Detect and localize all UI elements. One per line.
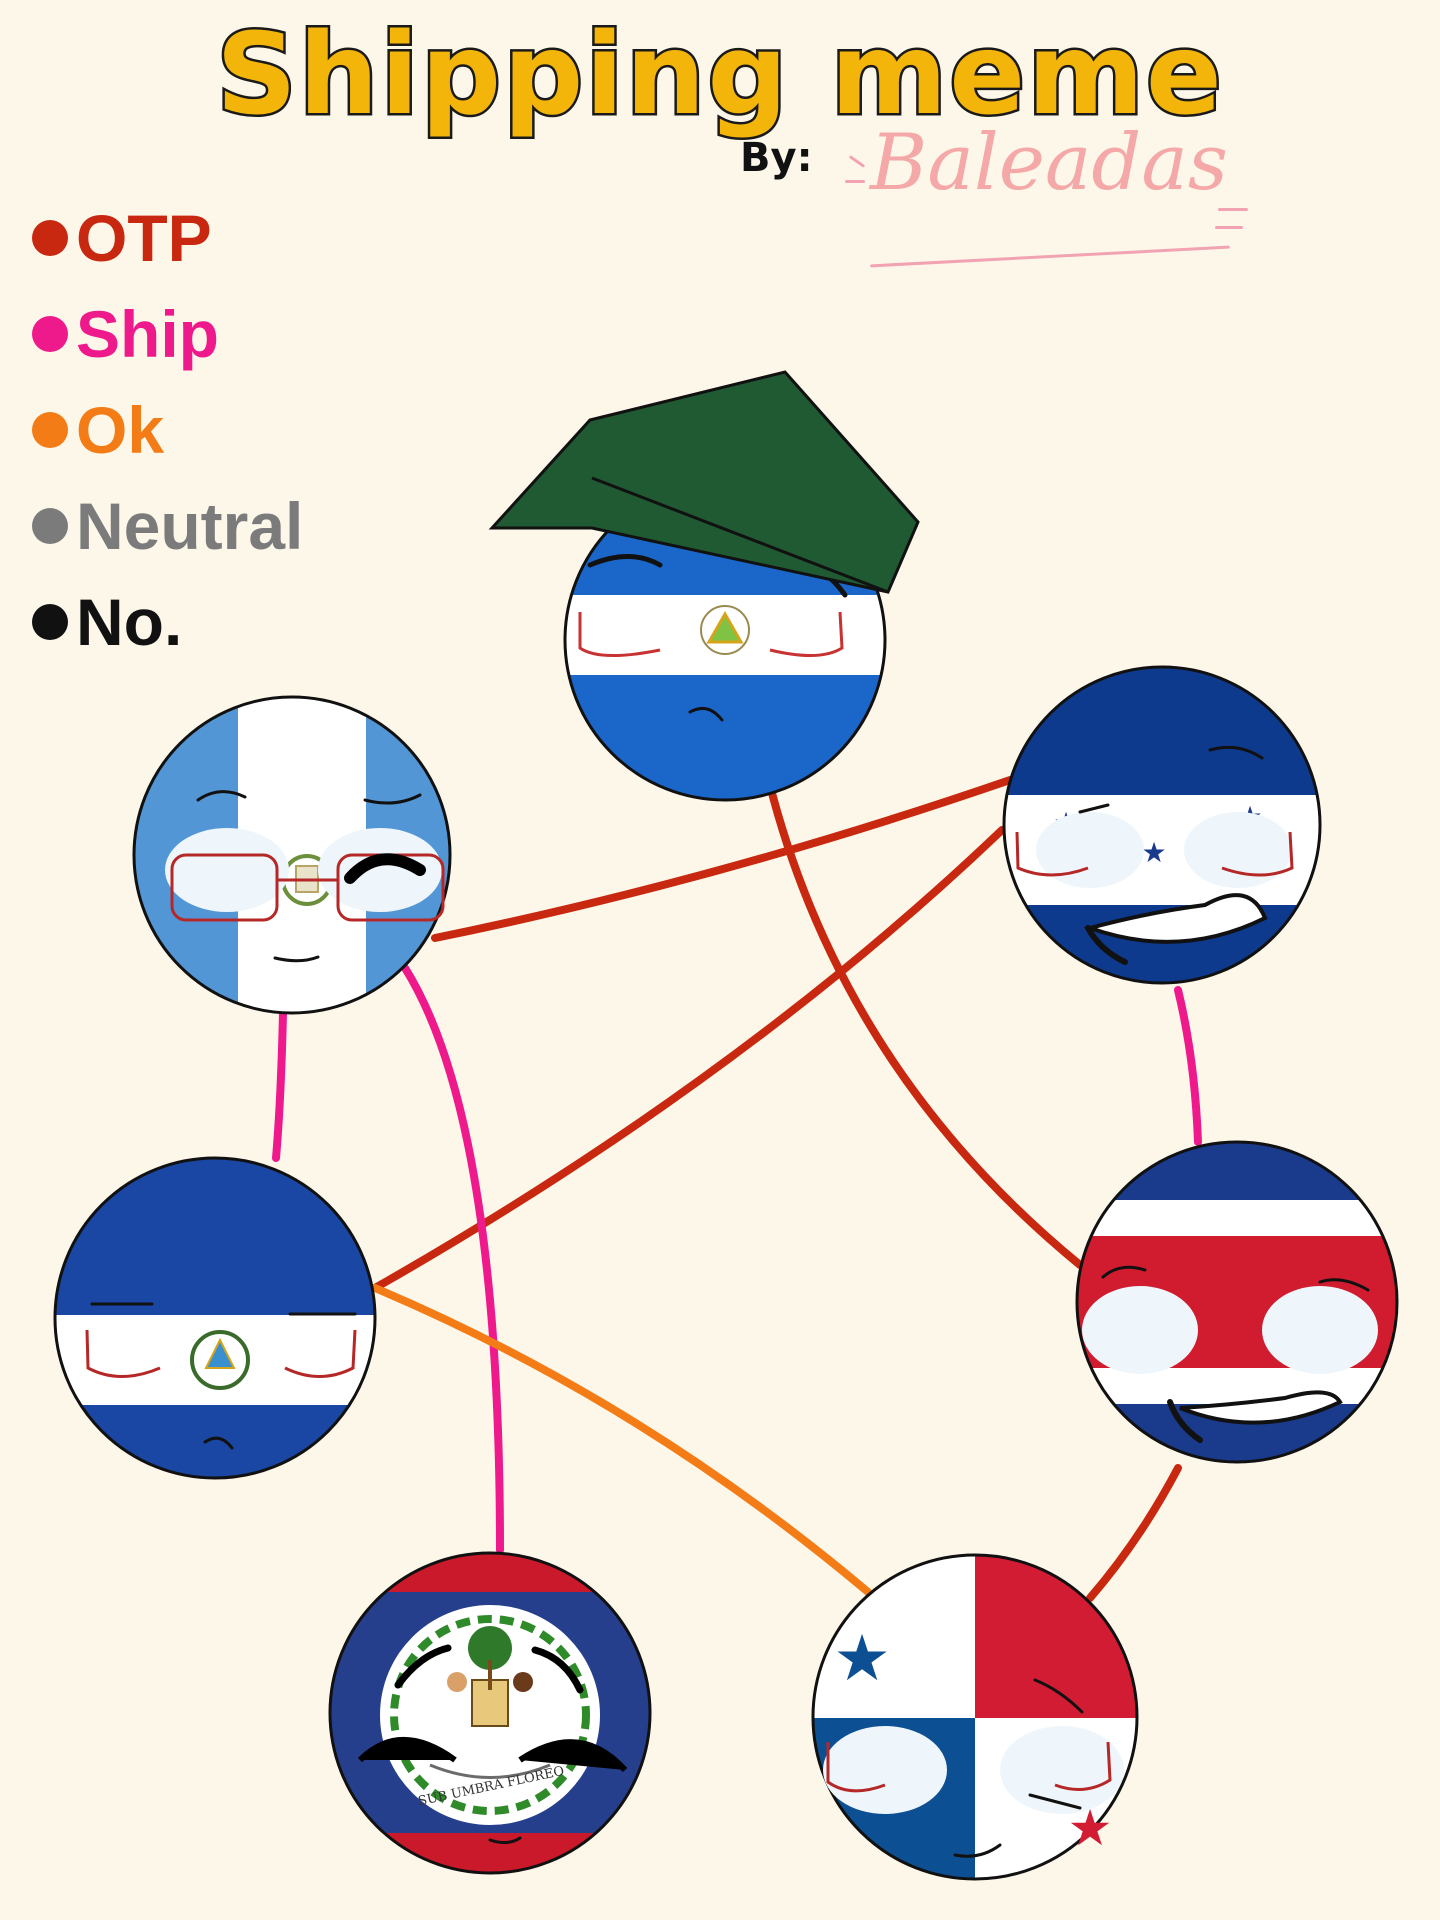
edge-guatemala-elsalvador: [272, 1009, 287, 1162]
edge-guatemala-belize: [401, 964, 504, 1554]
edge-costarica-panama: [1086, 1464, 1182, 1602]
byline: By:: [740, 135, 813, 181]
legend-item-ok: Ok: [32, 382, 303, 478]
countryball-costarica: [1075, 1140, 1399, 1464]
countryball-honduras: ★ ★ ★: [1002, 665, 1322, 985]
edge-guatemala-honduras: [431, 776, 1014, 942]
coat-of-arms-icon: [190, 1330, 250, 1390]
countryball-panama: ★ ★: [811, 1553, 1139, 1881]
legend-label: No.: [76, 585, 183, 659]
author-dash: [1215, 226, 1243, 229]
legend-dot: [32, 316, 68, 352]
legend: OTP Ship Ok Neutral No.: [32, 190, 303, 670]
legend-item-neutral: Neutral: [32, 478, 303, 574]
legend-dot: [32, 508, 68, 544]
star-icon: ★: [1141, 836, 1166, 869]
legend-dot: [32, 604, 68, 640]
legend-label: Neutral: [76, 489, 304, 563]
countryball-belize: SUB UMBRA FLOREO: [328, 1551, 652, 1875]
edge-honduras-costarica: [1174, 986, 1202, 1146]
legend-dot: [32, 412, 68, 448]
relationship-lines: [272, 748, 1202, 1602]
edge-honduras-elsalvador: [371, 826, 1006, 1292]
countryball-elsalvador: [53, 1156, 377, 1480]
legend-label: Ship: [76, 297, 219, 371]
legend-label: Ok: [76, 393, 165, 467]
author-dash: [845, 180, 865, 183]
legend-label: OTP: [76, 201, 212, 275]
author-dash: [1218, 208, 1248, 211]
coat-of-arms-icon: [390, 1615, 590, 1815]
countryball-guatemala: [132, 695, 452, 1015]
author-signature: Baleadas: [870, 118, 1228, 208]
legend-dot: [32, 220, 68, 256]
edge-elsalvador-panama: [371, 1284, 872, 1596]
legend-item-otp: OTP: [32, 190, 303, 286]
legend-item-ship: Ship: [32, 286, 303, 382]
edge-nicaragua-costarica: [758, 748, 1084, 1269]
coat-of-arms-icon: [706, 610, 744, 644]
legend-item-no: No.: [32, 574, 303, 670]
page-title: Shipping meme: [214, 8, 1225, 143]
countryball-nicaragua: [488, 370, 920, 802]
star-icon: ★: [833, 1622, 890, 1696]
